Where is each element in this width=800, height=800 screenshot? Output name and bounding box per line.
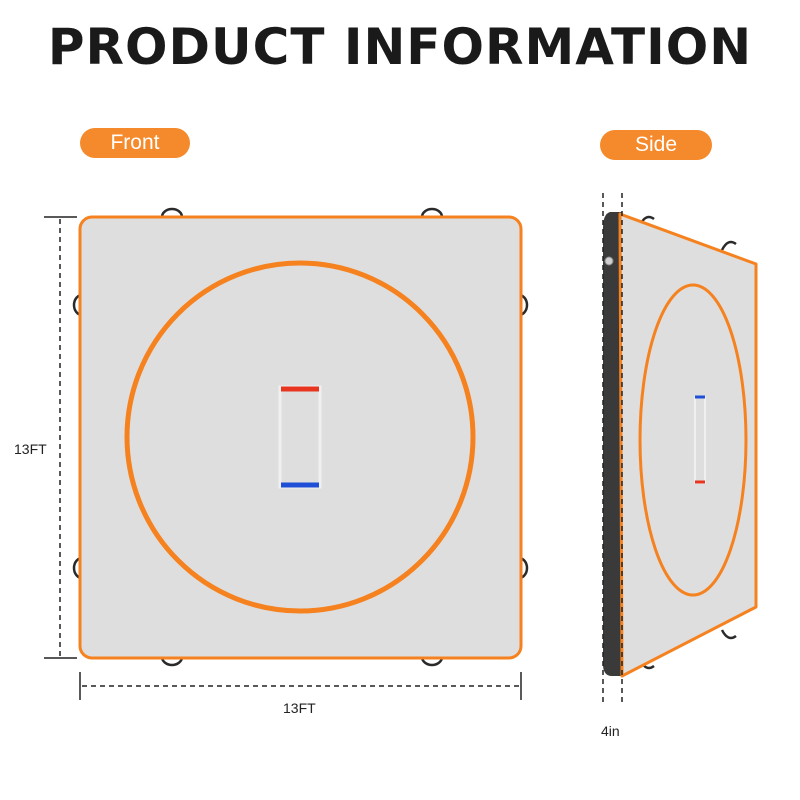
side-handle-bottom-2 [720,629,737,640]
front-circle [124,260,476,614]
side-label: Side [634,133,678,156]
side-valve [604,256,614,266]
handle-bottom-right [420,656,444,667]
handle-bottom-left [160,656,184,667]
handle-top-left [160,207,184,218]
thickness-dimension-label: 4in [601,723,620,739]
front-mat [78,215,523,660]
front-dimension-lines [44,216,522,700]
side-view [603,212,758,678]
side-dimension-lines [602,193,623,705]
side-label-badge: Side [600,130,712,160]
height-dimension-label: 13FT [14,441,47,457]
front-label-badge: Front [80,128,190,158]
width-dimension-label: 13FT [283,700,316,716]
side-thickness [603,212,622,676]
front-label: Front [110,131,160,154]
side-circle [638,283,748,597]
side-handle-top-2 [720,240,737,251]
page-title: PRODUCT INFORMATION [47,18,753,76]
handle-top-right [420,207,444,218]
front-view [72,207,529,667]
